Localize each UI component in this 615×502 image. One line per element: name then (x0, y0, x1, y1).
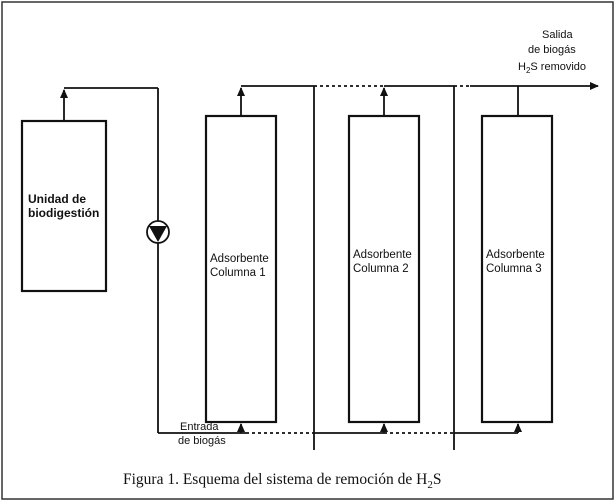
inlet-label-line2: de biogás (178, 435, 226, 447)
column-2-label-line2: Columna 2 (353, 263, 409, 275)
outlet-label-line1: Salida (542, 29, 573, 41)
column-2-box (347, 114, 421, 424)
figure-caption: Figura 1. Esquema del sistema de remoció… (123, 471, 441, 491)
biodigestion-unit-box (20, 119, 108, 293)
inlet-label-line1: Entrada (180, 421, 219, 433)
outlet-label-line2: de biogás (528, 44, 576, 56)
column-1-label-line2: Columna 1 (210, 267, 266, 279)
biodigestion-unit-label-line2: biodigestión (28, 206, 99, 220)
column-1-box (204, 114, 278, 424)
column-3-label-line1: Adsorbente (486, 249, 545, 261)
column-3-box (480, 114, 554, 424)
pump-icon (146, 220, 170, 244)
column-1-label-line1: Adsorbente (210, 253, 269, 265)
column-3-label-line2: Columna 3 (486, 263, 542, 275)
outlet-label-line3: H2S removido (518, 61, 586, 75)
biodigestion-unit-label-line1: Unidad de (28, 192, 86, 206)
column-2-label-line1: Adsorbente (353, 249, 412, 261)
